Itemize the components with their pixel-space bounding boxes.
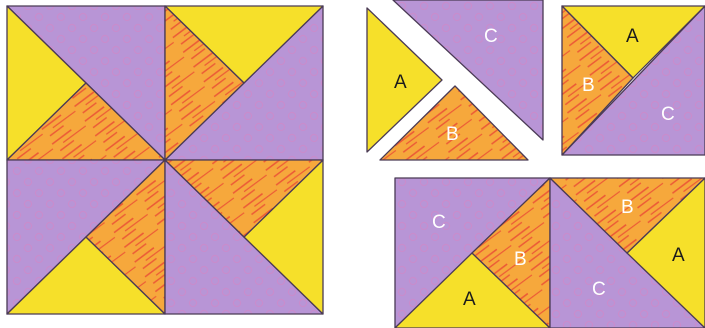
label-a-separated: A — [394, 72, 407, 93]
label-c-pair-right: C — [592, 279, 606, 300]
label-a-joined: A — [626, 26, 639, 47]
two-units-joined — [395, 178, 705, 328]
label-b-separated: B — [446, 124, 459, 145]
block-unit-bottom-left — [7, 160, 165, 314]
label-a-pair-left: A — [463, 289, 476, 310]
label-b-pair-right: B — [621, 197, 634, 218]
block-unit-bottom-right — [165, 160, 323, 314]
label-c-separated: C — [484, 26, 498, 47]
label-a-pair-right: A — [672, 245, 685, 266]
label-c-pair-left: C — [432, 212, 446, 233]
finished-pinwheel-block — [7, 6, 323, 314]
label-c-joined: C — [661, 104, 675, 125]
block-unit-top-left — [7, 6, 165, 160]
label-b-pair-left: B — [514, 249, 527, 270]
block-unit-top-right — [165, 6, 323, 160]
label-b-joined: B — [582, 75, 595, 96]
